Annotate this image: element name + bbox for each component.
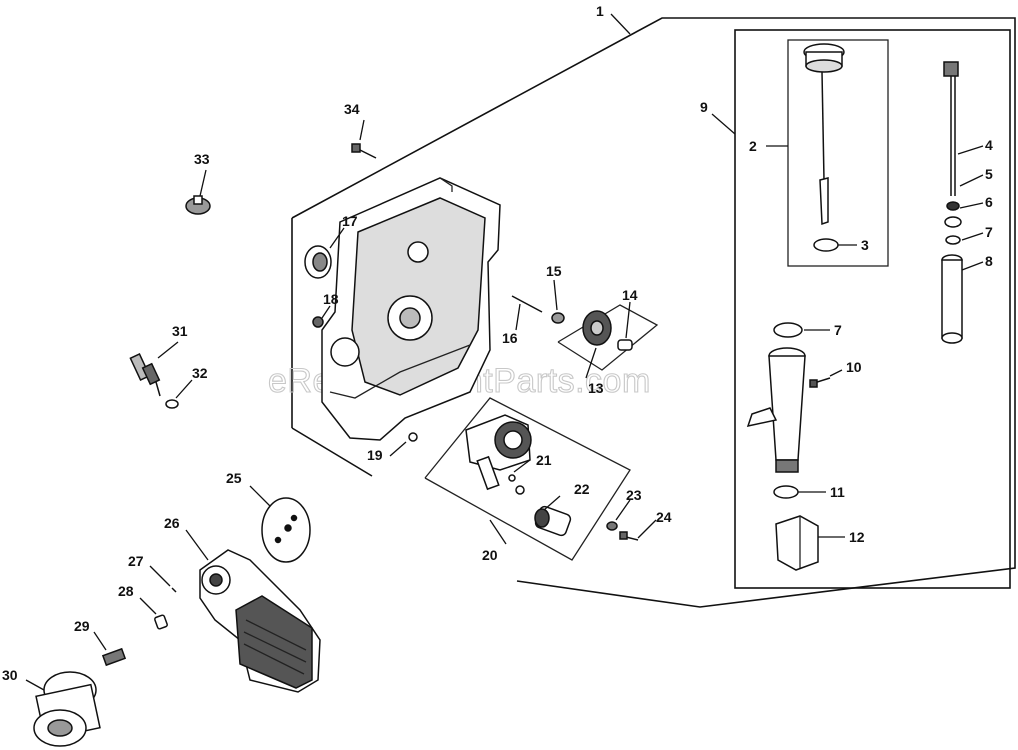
callout-4: 4 <box>985 137 993 153</box>
filter-adapter-gasket-part <box>261 497 311 563</box>
bushing-part <box>617 339 633 351</box>
callout-12: 12 <box>849 529 865 545</box>
callout-26: 26 <box>164 515 180 531</box>
callout-3: 3 <box>861 237 869 253</box>
dowel-pin-part <box>171 587 177 593</box>
oil-fill-tube-part <box>746 347 806 473</box>
relief-spring-part <box>515 485 525 495</box>
callout-9: 9 <box>700 99 708 115</box>
dipstick-part <box>803 43 845 226</box>
callout-2: 2 <box>749 138 757 154</box>
dipstick-o-ring-part <box>945 235 961 245</box>
governor-gear-part <box>582 310 612 346</box>
callout-20: 20 <box>482 547 498 563</box>
oil-filter-part <box>33 671 101 747</box>
oil-pump-part <box>465 414 532 491</box>
callout-31: 31 <box>172 323 188 339</box>
callout-32: 32 <box>192 365 208 381</box>
callout-27: 27 <box>128 553 144 569</box>
plug-fitting-part <box>154 614 168 630</box>
callout-15: 15 <box>546 263 562 279</box>
callout-7-lower: 7 <box>834 322 842 338</box>
leader-lines <box>25 13 984 691</box>
callout-8: 8 <box>985 253 993 269</box>
callout-23: 23 <box>626 487 642 503</box>
oil-pressure-switch-part <box>185 195 211 215</box>
closure-plate-part <box>321 177 501 441</box>
thrust-washer-part <box>551 312 565 324</box>
filler-o-ring-part <box>773 322 803 338</box>
sealing-washer-part <box>165 399 179 409</box>
callout-30: 30 <box>2 667 18 683</box>
callout-25: 25 <box>226 470 242 486</box>
callout-19: 19 <box>367 447 383 463</box>
spring-ball-part <box>508 474 516 482</box>
oil-seal-part <box>304 245 332 279</box>
callout-18: 18 <box>323 291 339 307</box>
callout-21: 21 <box>536 452 552 468</box>
callout-24: 24 <box>656 509 672 525</box>
callout-28: 28 <box>118 583 134 599</box>
callout-22: 22 <box>574 481 590 497</box>
callout-11: 11 <box>830 484 845 500</box>
callout-10: 10 <box>846 359 862 375</box>
screw-part <box>351 143 377 159</box>
lock-washer-part <box>606 521 618 531</box>
callout-14: 14 <box>622 287 638 303</box>
dipstick-seal-part <box>813 238 839 252</box>
shaft-pin-part <box>511 295 543 313</box>
tube-screw-part <box>809 377 831 388</box>
callout-7-upper: 7 <box>985 224 993 240</box>
dipstick-cap-part <box>944 216 962 228</box>
callout-29: 29 <box>74 618 90 634</box>
pickup-screw-part <box>619 531 639 541</box>
callout-13: 13 <box>588 380 604 396</box>
assembly-outline <box>291 17 1016 608</box>
long-dipstick-part <box>943 61 959 196</box>
callout-5: 5 <box>985 166 993 182</box>
callout-6: 6 <box>985 194 993 210</box>
tube-o-ring-part <box>773 485 799 499</box>
callouts: 1 2 3 4 5 6 7 8 9 7 10 11 12 13 14 15 16… <box>2 3 993 683</box>
callout-16: 16 <box>502 330 518 346</box>
callout-34: 34 <box>344 101 360 117</box>
dipstick-tube-part <box>941 254 963 344</box>
oil-pickup-part <box>534 505 572 537</box>
sensor-fitting-part <box>129 353 161 397</box>
callout-17: 17 <box>342 213 358 229</box>
tube-bracket-part <box>775 515 819 571</box>
plug-part <box>312 316 324 328</box>
dipstick-grommet-part <box>946 201 960 211</box>
callout-1: 1 <box>596 3 604 19</box>
o-ring-part <box>408 432 418 442</box>
oil-cooler-part <box>199 549 321 693</box>
callout-33: 33 <box>194 151 210 167</box>
filter-nipple-part <box>101 647 127 667</box>
